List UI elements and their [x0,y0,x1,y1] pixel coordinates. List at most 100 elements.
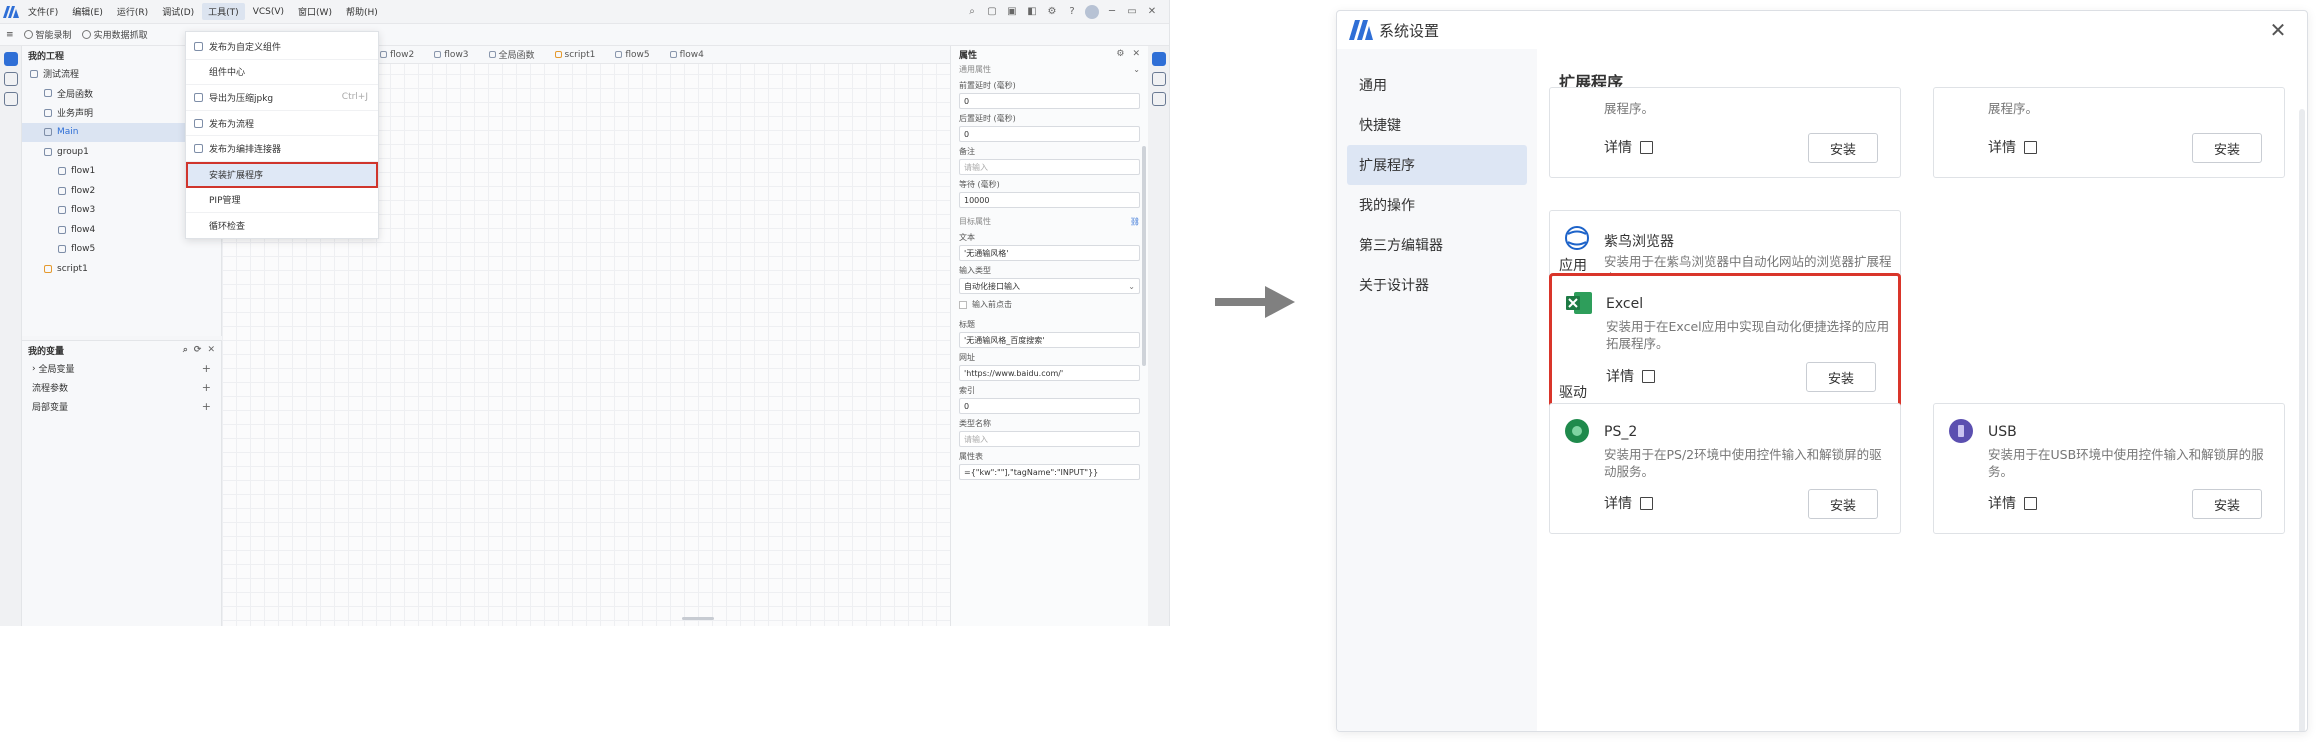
tree-item[interactable]: flow3 [22,201,221,221]
add-icon[interactable]: + [201,400,211,413]
property-input[interactable]: '无通输风格_百度搜索' [959,332,1140,348]
help-icon[interactable]: ? [1069,6,1075,17]
gear-icon[interactable]: ⚙ [1047,6,1057,17]
details-link[interactable]: 详情 [1988,137,2037,157]
avatar[interactable] [1085,4,1099,19]
settings-icon[interactable] [1152,92,1166,106]
text-field[interactable]: '无通输风格' [959,245,1140,261]
menu-vcs[interactable]: VCS(V) [252,6,285,17]
property-input[interactable]: 'https://www.baidu.com/' [959,365,1140,381]
menu-item-pip-manager[interactable]: PIP管理 [186,188,378,214]
project-icon[interactable] [3,52,18,66]
close-icon[interactable]: ✕ [1147,6,1157,17]
maximize-icon[interactable]: ▭ [1127,6,1137,17]
panel-icon[interactable]: ▢ [987,6,997,17]
nav-item-third-party-editor[interactable]: 第三方编辑器 [1359,238,1443,254]
menu-item-publish-connector[interactable]: 发布为编排连接器 [186,136,378,162]
component-icon[interactable] [3,72,18,86]
nav-item-my-actions[interactable]: 我的操作 [1359,198,1415,214]
menu-run[interactable]: 运行(R) [116,8,149,18]
database-icon[interactable] [1152,72,1166,86]
details-link[interactable]: 详情 [1604,493,1653,513]
details-link[interactable]: 详情 [1604,137,1653,157]
tree-item[interactable]: flow2 [22,181,221,201]
install-button[interactable]: 安装 [1806,362,1876,392]
tree-item[interactable]: 测试流程 [22,64,221,84]
nav-item-shortcuts[interactable]: 快捷键 [1359,118,1401,134]
menu-window[interactable]: 窗口(W) [298,8,332,18]
property-input[interactable]: 请输入 [959,159,1140,175]
nav-item-about[interactable]: 关于设计器 [1359,278,1429,294]
menu-item-loop-check[interactable]: 循环检查 [209,222,246,233]
details-link[interactable]: 详情 [1988,493,2037,513]
menu-item-install-extension[interactable]: 安装扩展程序 [186,161,378,188]
properties-scrollbar[interactable] [1142,146,1146,366]
add-icon[interactable]: + [201,381,211,394]
bottom-panel-drag-handle[interactable] [682,617,714,620]
details-link[interactable]: 详情 [1606,366,1655,386]
search-icon[interactable]: ⌕ [969,6,975,17]
tab-flow2[interactable]: flow2 [372,50,422,60]
property-input[interactable]: 0 [959,93,1140,109]
layout-icon[interactable]: ▣ [1007,6,1017,17]
tree-item[interactable]: flow5 [22,240,221,260]
general-section-header[interactable]: 通用属性⌄ [959,64,1140,74]
click-before-input-checkbox[interactable]: 输入前点击 [951,294,1148,315]
flow-icon[interactable] [3,92,18,106]
collapse-icon[interactable]: ✕ [207,345,215,355]
script-icon [44,264,52,273]
install-button[interactable]: 安装 [2192,489,2262,519]
properties-icon[interactable] [1152,52,1166,66]
tree-item[interactable]: group1 [22,142,221,162]
minimize-icon[interactable]: ─ [1108,6,1116,17]
content-scrollbar[interactable] [2299,109,2305,731]
tree-item[interactable]: 全局函数 [22,84,221,104]
close-icon[interactable]: ✕ [2269,18,2287,42]
split-icon[interactable]: ◧ [1027,6,1037,17]
menu-tools[interactable]: 工具(T) [202,3,245,20]
tab-global-functions[interactable]: 全局函数 [481,48,543,61]
nav-item-general[interactable]: 通用 [1359,78,1387,94]
input-type-select[interactable]: 自动化接口输入⌄ [959,278,1140,294]
tree-item[interactable]: flow4 [22,220,221,240]
tab-flow3[interactable]: flow3 [426,50,476,60]
property-input[interactable]: 0 [959,398,1140,414]
var-row-local[interactable]: 局部变量+ [32,400,211,413]
toolbar-menu-icon[interactable]: ≡ [6,29,14,40]
add-icon[interactable]: + [201,362,211,375]
target-section-header[interactable]: 目标属性⛓ [959,216,1140,226]
refresh-icon[interactable]: ⟳ [193,345,202,355]
tab-script1[interactable]: script1 [547,50,604,60]
menu-edit[interactable]: 编辑(E) [72,8,103,18]
property-input[interactable]: 0 [959,126,1140,142]
nav-item-extensions[interactable]: 扩展程序 [1347,145,1527,185]
settings-icon[interactable]: ⚙ [1116,49,1125,59]
tree-item[interactable]: flow1 [22,162,221,182]
var-row-flow-params[interactable]: 流程参数+ [32,381,211,394]
tree-item[interactable]: Main [22,122,221,142]
smart-record-button[interactable]: 智能录制 [23,28,72,41]
menu-file[interactable]: 文件(F) [28,8,59,18]
install-button[interactable]: 安装 [1808,133,1878,163]
install-button[interactable]: 安装 [2192,133,2262,163]
tree-item[interactable]: script1 [22,259,221,279]
tab-flow4[interactable]: flow4 [662,50,712,60]
tree-item[interactable]: 业务声明 [22,103,221,123]
menu-debug[interactable]: 调试(D) [162,8,195,18]
var-row-global[interactable]: › 全局变量+ [32,362,211,375]
close-icon[interactable]: ✕ [1132,49,1140,59]
install-button[interactable]: 安装 [1808,489,1878,519]
tab-flow5[interactable]: flow5 [607,50,657,60]
property-input[interactable]: 10000 [959,192,1140,208]
menu-help[interactable]: 帮助(H) [345,8,378,18]
search-icon[interactable]: ⌕ [182,345,188,355]
menu-item-component-center[interactable]: 组件中心 [186,60,378,86]
property-input[interactable]: ={"kw":""],"tagName":"INPUT"}} [959,464,1140,480]
data-scrape-button[interactable]: 实用数据抓取 [81,28,148,41]
property-input[interactable]: 请输入 [959,431,1140,447]
menu-item-publish-flow[interactable]: 发布为流程 [186,111,378,137]
checkbox[interactable] [959,300,967,309]
link-icon[interactable]: ⛓ [1129,216,1140,226]
menu-item-publish-component[interactable]: 发布为自定义组件 [186,34,378,60]
